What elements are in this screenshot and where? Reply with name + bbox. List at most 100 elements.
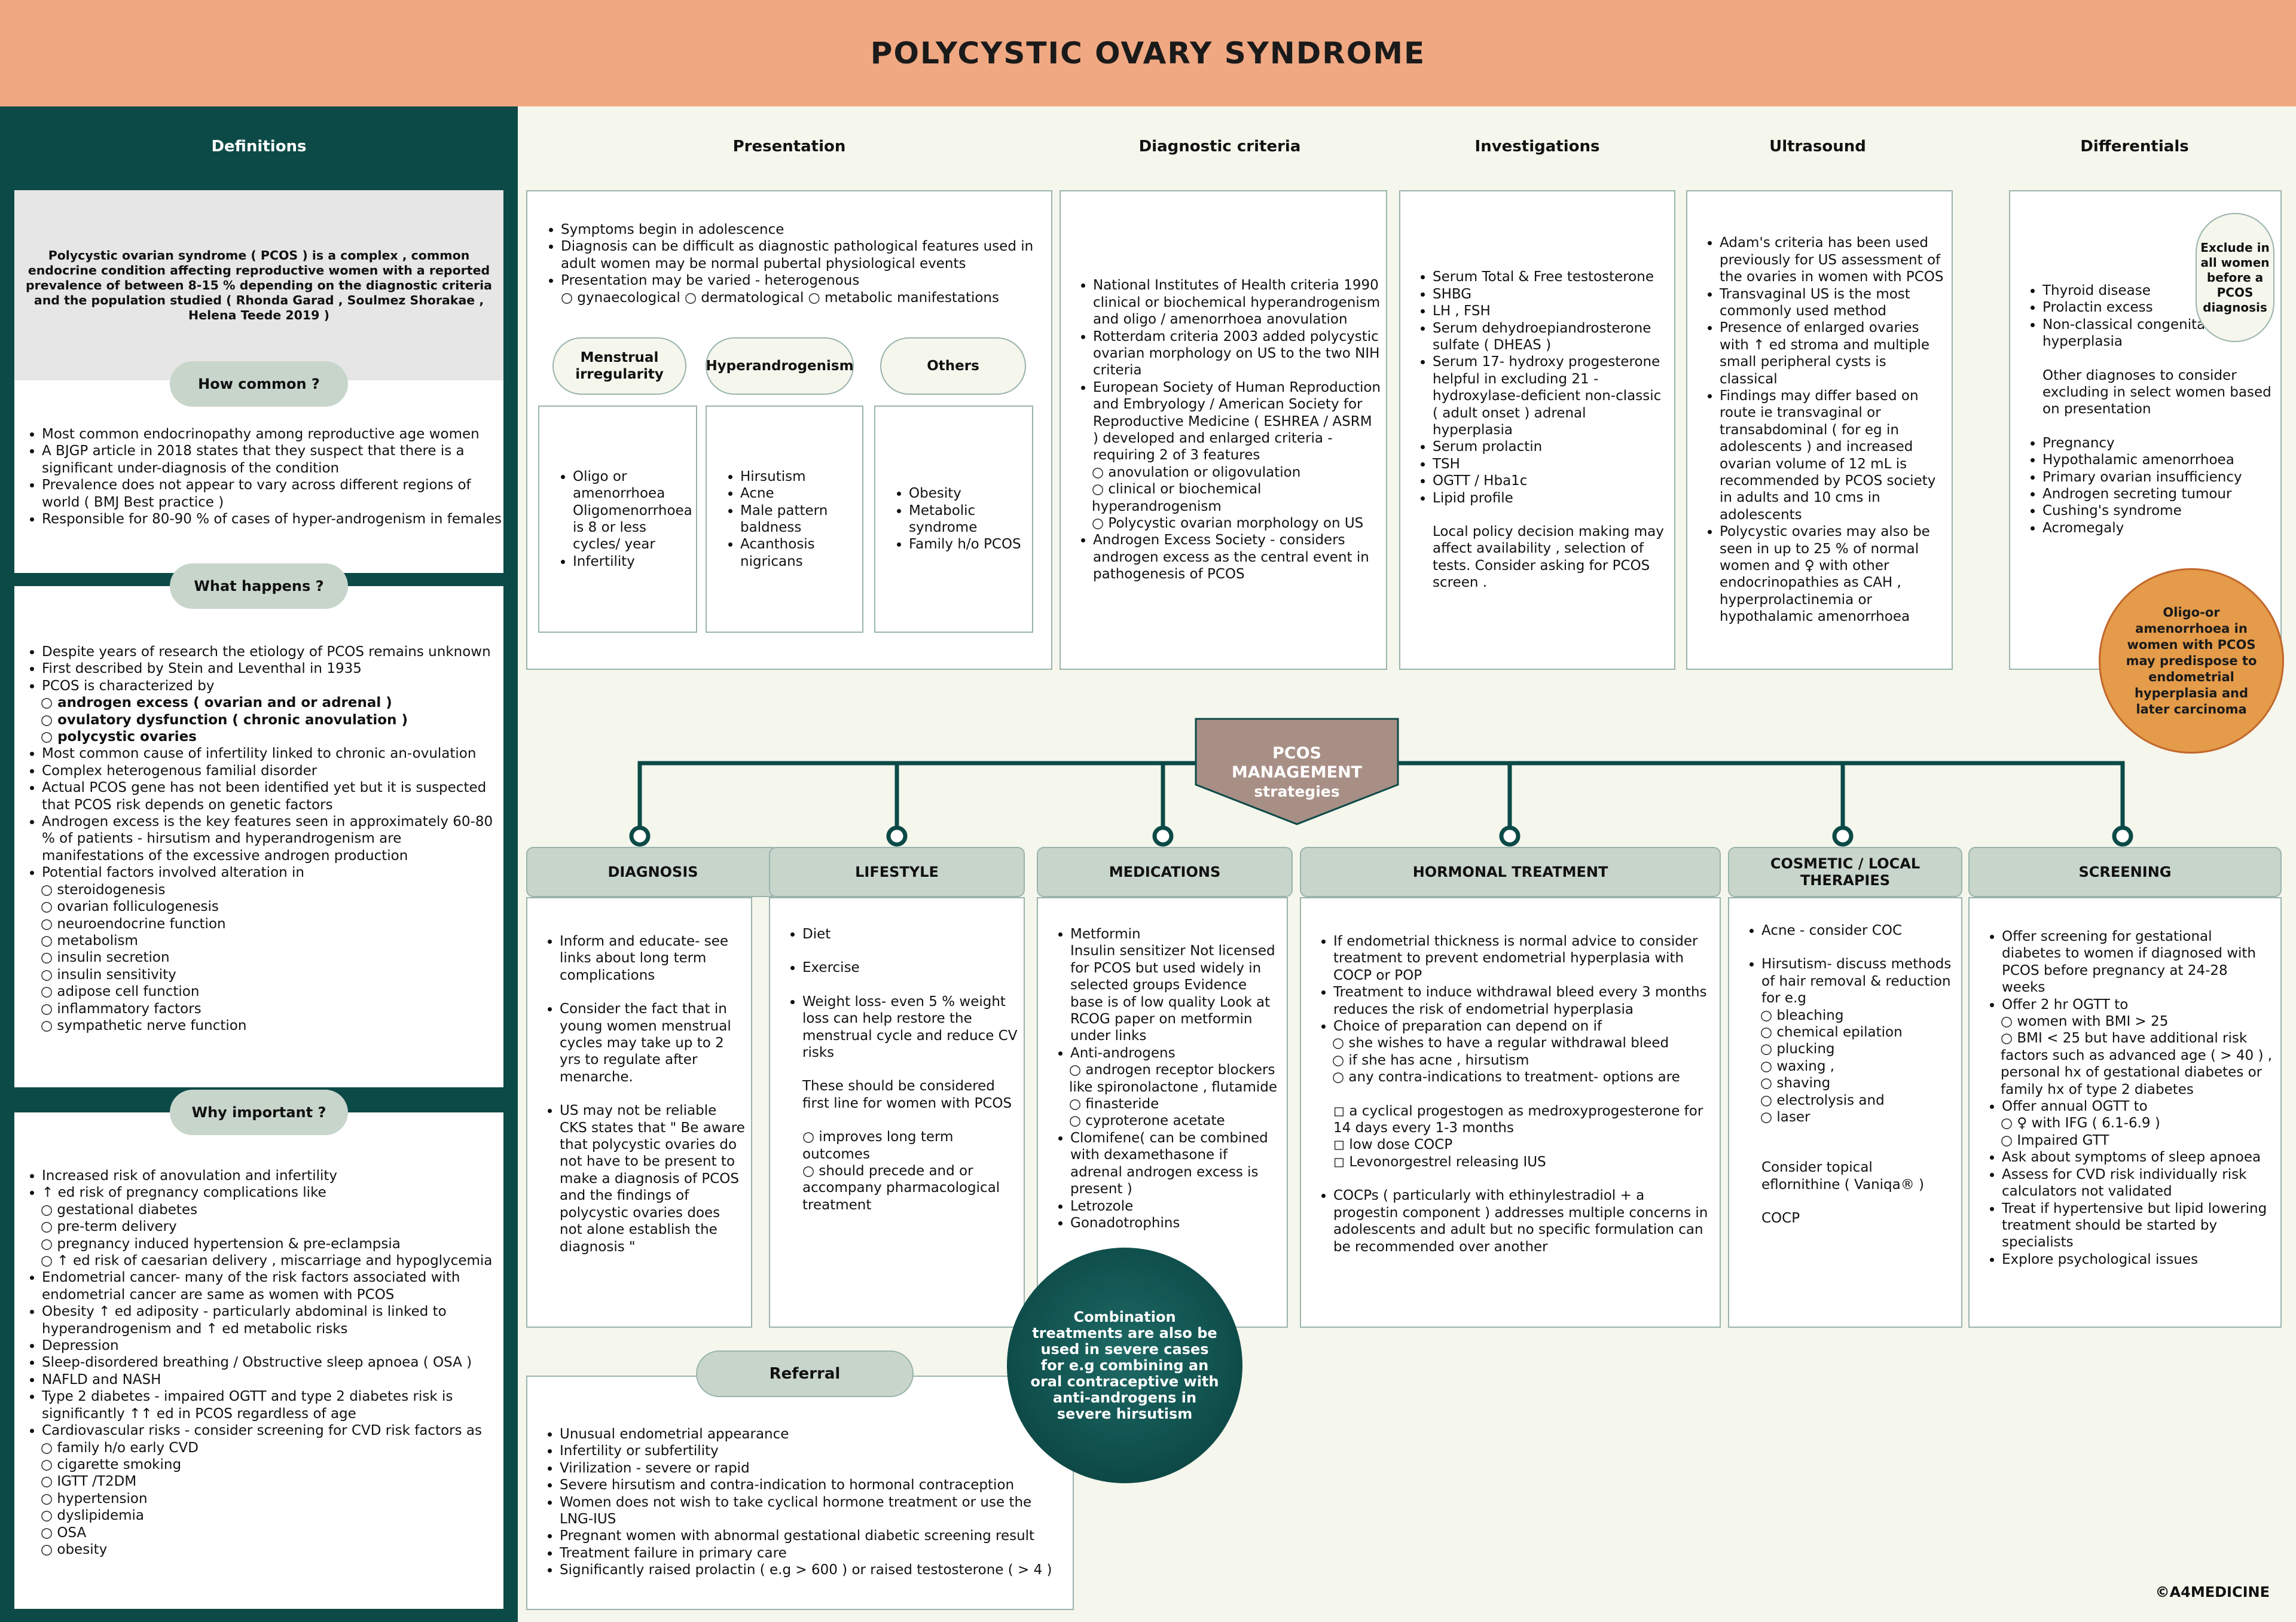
sub-item: adipose cell function (41, 983, 503, 1000)
list-item: European Society of Human Reproduction a… (1093, 379, 1381, 464)
management-connector-tree (629, 761, 2133, 847)
sub-item: cyproterone acetate (1069, 1112, 1281, 1129)
sub-item: chemical epilation (1760, 1024, 1955, 1041)
sub-item: finasteride (1069, 1096, 1281, 1112)
list-item: Virilization - severe or rapid (560, 1460, 1067, 1477)
sub-item: bleaching (1760, 1007, 1955, 1024)
list-item: Increased risk of anovulation and infert… (42, 1167, 503, 1184)
sub-item: if she has acne , hirsutism (1332, 1052, 1711, 1069)
list-item: Exercise (802, 959, 1018, 976)
list-item: Explore psychological issues (2002, 1251, 2274, 1268)
list-item: US may not be reliable CKS states that "… (560, 1102, 745, 1255)
list-item: Responsible for 80-90 % of cases of hype… (42, 511, 503, 528)
list-item: Polycystic ovaries may also be seen in u… (1720, 523, 1946, 625)
list-item: Hirsutism- discuss methods of hair remov… (1761, 956, 1952, 1007)
list-item: Gonadotrophins (1070, 1215, 1281, 1231)
differentials-heading: Differentials (2080, 138, 2189, 156)
diagnosis-box: Inform and educate- see links about long… (526, 897, 752, 1328)
list-item: Type 2 diabetes - impaired OGTT and type… (42, 1388, 503, 1422)
list-item: Women does not wish to take cyclical hor… (560, 1494, 1067, 1528)
list-item: Letrozole (1070, 1198, 1281, 1215)
definitions-heading: Definitions (211, 138, 307, 156)
sub-item: BMI < 25 but have additional risk factor… (2001, 1030, 2274, 1098)
list-item: Androgen Excess Society - considers andr… (1093, 532, 1381, 583)
medications-heading: MEDICATIONS (1037, 847, 1293, 897)
sub-item: androgen receptor blockers like spironol… (1069, 1062, 1281, 1096)
management-line2: MANAGEMENT (1231, 763, 1363, 782)
list-item: Rotterdam criteria 2003 added polycystic… (1093, 328, 1381, 379)
list-item: Symptoms begin in adolescence (561, 221, 1039, 238)
list-item: Unusual endometrial appearance (560, 1426, 1067, 1443)
list-item: Male pattern baldness (740, 502, 857, 536)
list-item: Thyroid disease (2042, 282, 2274, 299)
management-title: PCOS MANAGEMENT strategies (1193, 744, 1400, 801)
definition-text: Polycystic ovarian syndrome ( PCOS ) is … (26, 248, 492, 322)
list-item: Family h/o PCOS (909, 536, 1027, 553)
sub-item: hypertension (41, 1490, 503, 1507)
sub-item: waxing , (1760, 1058, 1955, 1075)
list-item: Adam's criteria has been used previously… (1720, 234, 1946, 285)
sub-item: ovulatory dysfunction ( chronic anovulat… (41, 712, 503, 728)
investigations-heading: Investigations (1474, 138, 1600, 156)
hormonal-box: If endometrial thickness is normal advic… (1300, 897, 1721, 1328)
list-item: OGTT / Hba1c (1433, 472, 1667, 489)
list-item: NAFLD and NASH (42, 1371, 503, 1388)
sub-item: pregnancy induced hypertension & pre-ecl… (41, 1236, 503, 1252)
list-item: Metabolic syndrome (909, 502, 1027, 536)
sub-item: ♀ with IFG ( 6.1-6.9 ) (2001, 1115, 2274, 1132)
what-happens-label: What happens ? (170, 563, 348, 609)
cosmetic-topical: Consider topical eflornithine ( Vaniqa® … (1761, 1160, 1925, 1193)
option-item: ◻ low dose COCP (1333, 1137, 1453, 1153)
list-item: Prevalence does not appear to vary acros… (42, 477, 503, 511)
list-item: Serum dehydroepiandrosterone sulfate ( D… (1433, 320, 1667, 354)
sub-item: metabolism (41, 932, 503, 949)
option-item: ◻ a cyclical progestogen as medroxyproge… (1333, 1103, 1703, 1136)
lifestyle-heading: LIFESTYLE (769, 847, 1025, 897)
list-item: Androgen excess is the key features seen… (42, 813, 503, 864)
list-item: Serum Total & Free testosterone (1433, 269, 1667, 285)
management-arrow-shape (1195, 718, 1399, 825)
list-item: Clomifene( can be combined with dexameth… (1070, 1130, 1281, 1198)
list-item: Acne - consider COC (1761, 922, 1955, 939)
combination-circle: Combination treatments are also be used … (1007, 1248, 1242, 1483)
list-item: Ask about symptoms of sleep apnoea (2002, 1149, 2274, 1166)
sub-item: cigarette smoking (41, 1456, 503, 1473)
list-item: Anti-androgens (1070, 1045, 1176, 1061)
option-item: ◻ Levonorgestrel releasing IUS (1333, 1154, 1546, 1170)
list-item: Acanthosis nigricans (740, 536, 857, 570)
hyperandrogenism-label: Hyperandrogenism (706, 337, 854, 395)
list-item: Acromegaly (2042, 520, 2274, 536)
list-item: Consider the fact that in young women me… (560, 1001, 745, 1086)
list-item: Treatment to induce withdrawal bleed eve… (1333, 984, 1711, 1018)
list-item: Primary ovarian insufficiency (2042, 469, 2274, 486)
sub-item: laser (1760, 1109, 1955, 1126)
menstrual-box: Oligo or amenorrhoea Oligomenorrhoea is … (538, 406, 697, 633)
list-item: Prolactin excess (2042, 299, 2274, 316)
list-item: Infertility or subfertility (560, 1443, 1067, 1459)
sub-item: women with BMI > 25 (2001, 1013, 2274, 1030)
sub-item: Polycystic ovarian morphology on US (1092, 515, 1381, 532)
sub-item: androgen excess ( ovarian and or adrenal… (41, 694, 503, 711)
list-item: Hypothalamic amenorrhoea (2042, 452, 2274, 468)
diagnostic-box: National Institutes of Health criteria 1… (1060, 190, 1387, 670)
lifestyle-note: These should be considered first line fo… (802, 1078, 1012, 1111)
sub-item: should precede and or accompany pharmaco… (802, 1163, 1018, 1214)
sub-item: IGTT /T2DM (41, 1473, 503, 1490)
sub-item: pre-term delivery (41, 1218, 503, 1235)
investigations-box: Serum Total & Free testosterone SHBG LH … (1399, 190, 1675, 670)
sub-item: she wishes to have a regular withdrawal … (1332, 1035, 1711, 1051)
diagnosis-heading: DIAGNOSIS (526, 847, 780, 897)
ultrasound-heading: Ultrasound (1769, 138, 1866, 156)
list-item: Significantly raised prolactin ( e.g > 6… (560, 1562, 1067, 1578)
list-item: Complex heterogenous familial disorder (42, 763, 503, 779)
list-item: Weight loss- even 5 % weight loss can he… (802, 993, 1018, 1062)
list-item: Diagnosis can be difficult as diagnostic… (561, 238, 1039, 272)
list-item: Obesity ↑ ed adiposity - particularly ab… (42, 1303, 503, 1337)
list-item: Treatment failure in primary care (560, 1545, 1067, 1562)
list-item: Obesity (909, 485, 1027, 502)
cosmetic-box: Acne - consider COC Hirsutism- discuss m… (1728, 897, 1962, 1328)
list-item: Assess for CVD risk individually risk ca… (2002, 1166, 2274, 1200)
list-item: Serum prolactin (1433, 438, 1667, 455)
list-item: Acne (740, 485, 857, 502)
list-item: Hirsutism (740, 468, 857, 485)
